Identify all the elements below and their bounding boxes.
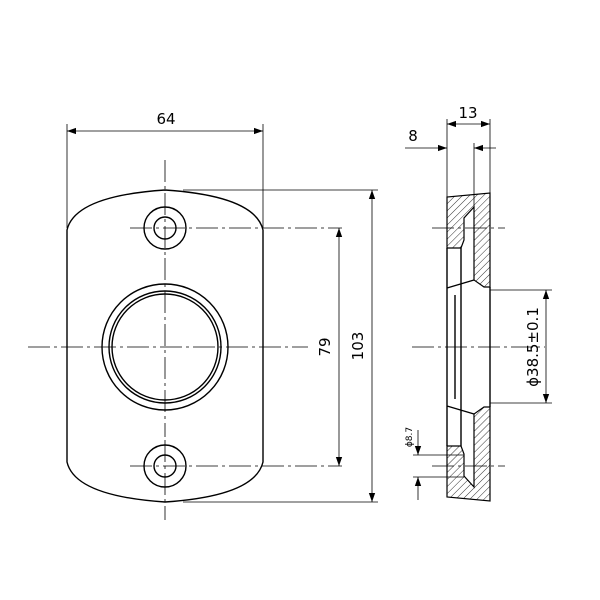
dimension-total-height: 103 [183, 189, 378, 503]
dimension-total-height-label: 103 [349, 332, 367, 361]
dimension-hole-diameter-label: ϕ8.7 [405, 427, 415, 447]
front-view: 64 79 103 [28, 110, 378, 520]
dimension-width-label: 64 [156, 110, 175, 128]
dimension-thickness-total: 13 [446, 104, 491, 197]
front-center-lines [28, 160, 342, 520]
dimension-inner-height: 79 [316, 228, 343, 466]
dimension-thickness-total-label: 13 [458, 104, 477, 122]
side-view: 13 8 ϕ38.5±0.1 ϕ8.7 [405, 104, 552, 502]
dimension-thickness-plate: 8 [405, 127, 496, 207]
dimension-bore-diameter: ϕ38.5±0.1 [490, 289, 552, 404]
dimension-bore-diameter-label: ϕ38.5±0.1 [524, 307, 542, 387]
lower-section [446, 406, 491, 502]
dimension-thickness-plate-label: 8 [408, 127, 418, 145]
upper-section [446, 192, 491, 288]
dimension-width: 64 [66, 110, 264, 228]
dimension-hole-diameter: ϕ8.7 [405, 427, 464, 500]
dimension-inner-height-label: 79 [316, 337, 334, 356]
side-center-lines [412, 227, 545, 467]
